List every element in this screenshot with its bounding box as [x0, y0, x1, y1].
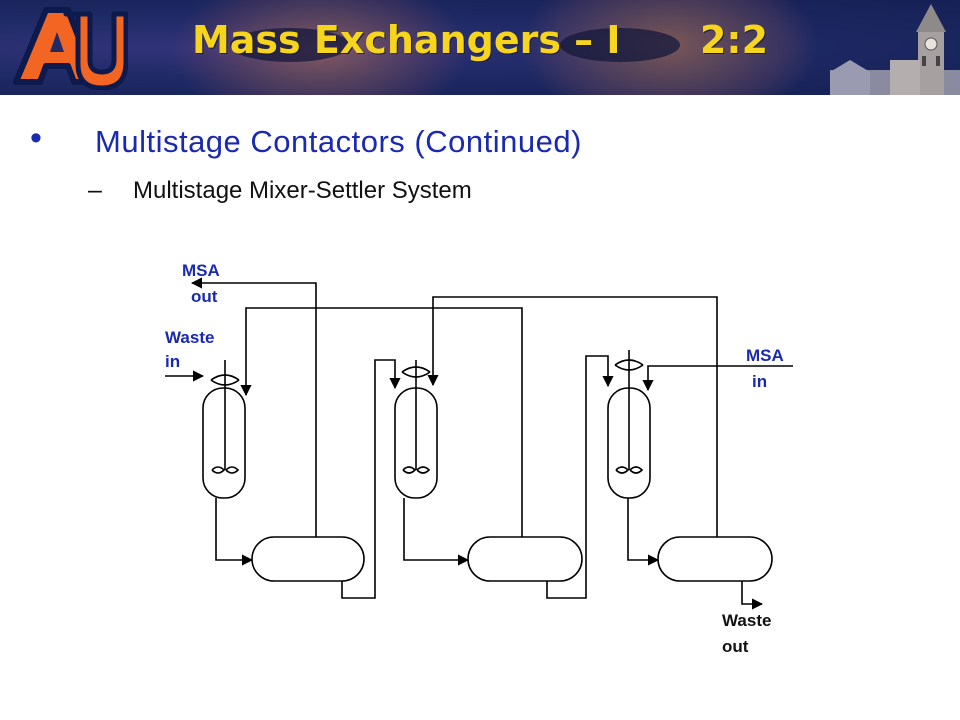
mixer-1 — [202, 387, 246, 499]
bullet-heading: Multistage Contactors (Continued) — [95, 124, 582, 159]
slide-title: Mass Exchangers – I 2:2 — [0, 18, 960, 62]
waste-out-label: Waste — [722, 611, 771, 630]
msa-in-label-2: in — [752, 372, 767, 391]
sub-bullet: Multistage Mixer-Settler System — [133, 177, 472, 204]
title-text: Mass Exchangers – I — [191, 18, 621, 62]
msa-out-label: MSA — [182, 261, 220, 280]
msa-in-label: MSA — [746, 346, 784, 365]
settler-3 — [657, 536, 773, 582]
msa-out-label-2: out — [191, 287, 218, 306]
dash-icon: – — [88, 176, 102, 204]
bullet-icon: • — [30, 119, 42, 157]
waste-out-label-2: out — [722, 637, 749, 656]
clock-tower-image — [830, 4, 960, 95]
header-banner: Mass Exchangers – I 2:2 — [0, 0, 960, 95]
settler-2 — [467, 536, 583, 582]
waste-in-label-2: in — [165, 352, 180, 371]
au-logo — [13, 7, 128, 90]
waste-in-label: Waste — [165, 328, 214, 347]
settler-1 — [251, 536, 365, 582]
slide-number: 2:2 — [699, 18, 769, 62]
